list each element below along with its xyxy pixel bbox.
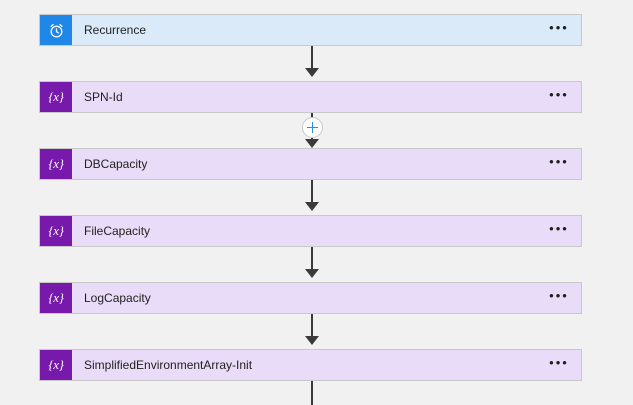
flow-node-title: SPN-Id xyxy=(84,90,123,104)
flow-node-dbcapacity[interactable]: {x} DBCapacity ••• xyxy=(39,148,582,180)
flow-node-spn-id[interactable]: {x} SPN-Id ••• xyxy=(39,81,582,113)
connector-arrowhead xyxy=(305,336,319,345)
insert-step-button[interactable] xyxy=(302,117,323,138)
connector-line xyxy=(311,314,313,340)
node-overflow-menu-button[interactable]: ••• xyxy=(549,288,569,303)
connector-line xyxy=(311,247,313,273)
node-overflow-menu-button[interactable]: ••• xyxy=(549,221,569,236)
connector-line xyxy=(311,113,313,118)
flow-node-title: LogCapacity xyxy=(84,291,151,305)
variable-icon: {x} xyxy=(40,216,72,246)
connector-line xyxy=(311,46,313,72)
node-overflow-menu-button[interactable]: ••• xyxy=(549,87,569,102)
connector-arrowhead xyxy=(305,269,319,278)
flow-node-simplifiedenvironmentarray-init[interactable]: {x} SimplifiedEnvironmentArray-Init ••• xyxy=(39,349,582,381)
flow-node-logcapacity[interactable]: {x} LogCapacity ••• xyxy=(39,282,582,314)
variable-icon: {x} xyxy=(40,283,72,313)
connector-line xyxy=(311,180,313,206)
node-overflow-menu-button[interactable]: ••• xyxy=(549,355,569,370)
alarm-clock-icon xyxy=(40,15,72,45)
connector-line xyxy=(311,381,313,405)
node-overflow-menu-button[interactable]: ••• xyxy=(549,20,569,35)
flow-node-title: FileCapacity xyxy=(84,224,151,238)
flow-node-title: SimplifiedEnvironmentArray-Init xyxy=(84,358,253,372)
connector-arrowhead xyxy=(305,68,319,77)
connector-arrowhead xyxy=(305,202,319,211)
plus-icon-vertical-stroke xyxy=(311,122,314,133)
flow-node-title: Recurrence xyxy=(84,23,147,37)
variable-icon: {x} xyxy=(40,350,72,380)
connector-arrowhead xyxy=(305,139,319,148)
flow-node-title: DBCapacity xyxy=(84,157,148,171)
variable-icon: {x} xyxy=(40,82,72,112)
node-overflow-menu-button[interactable]: ••• xyxy=(549,154,569,169)
variable-icon: {x} xyxy=(40,149,72,179)
flow-node-filecapacity[interactable]: {x} FileCapacity ••• xyxy=(39,215,582,247)
flow-node-recurrence[interactable]: Recurrence ••• xyxy=(39,14,582,46)
